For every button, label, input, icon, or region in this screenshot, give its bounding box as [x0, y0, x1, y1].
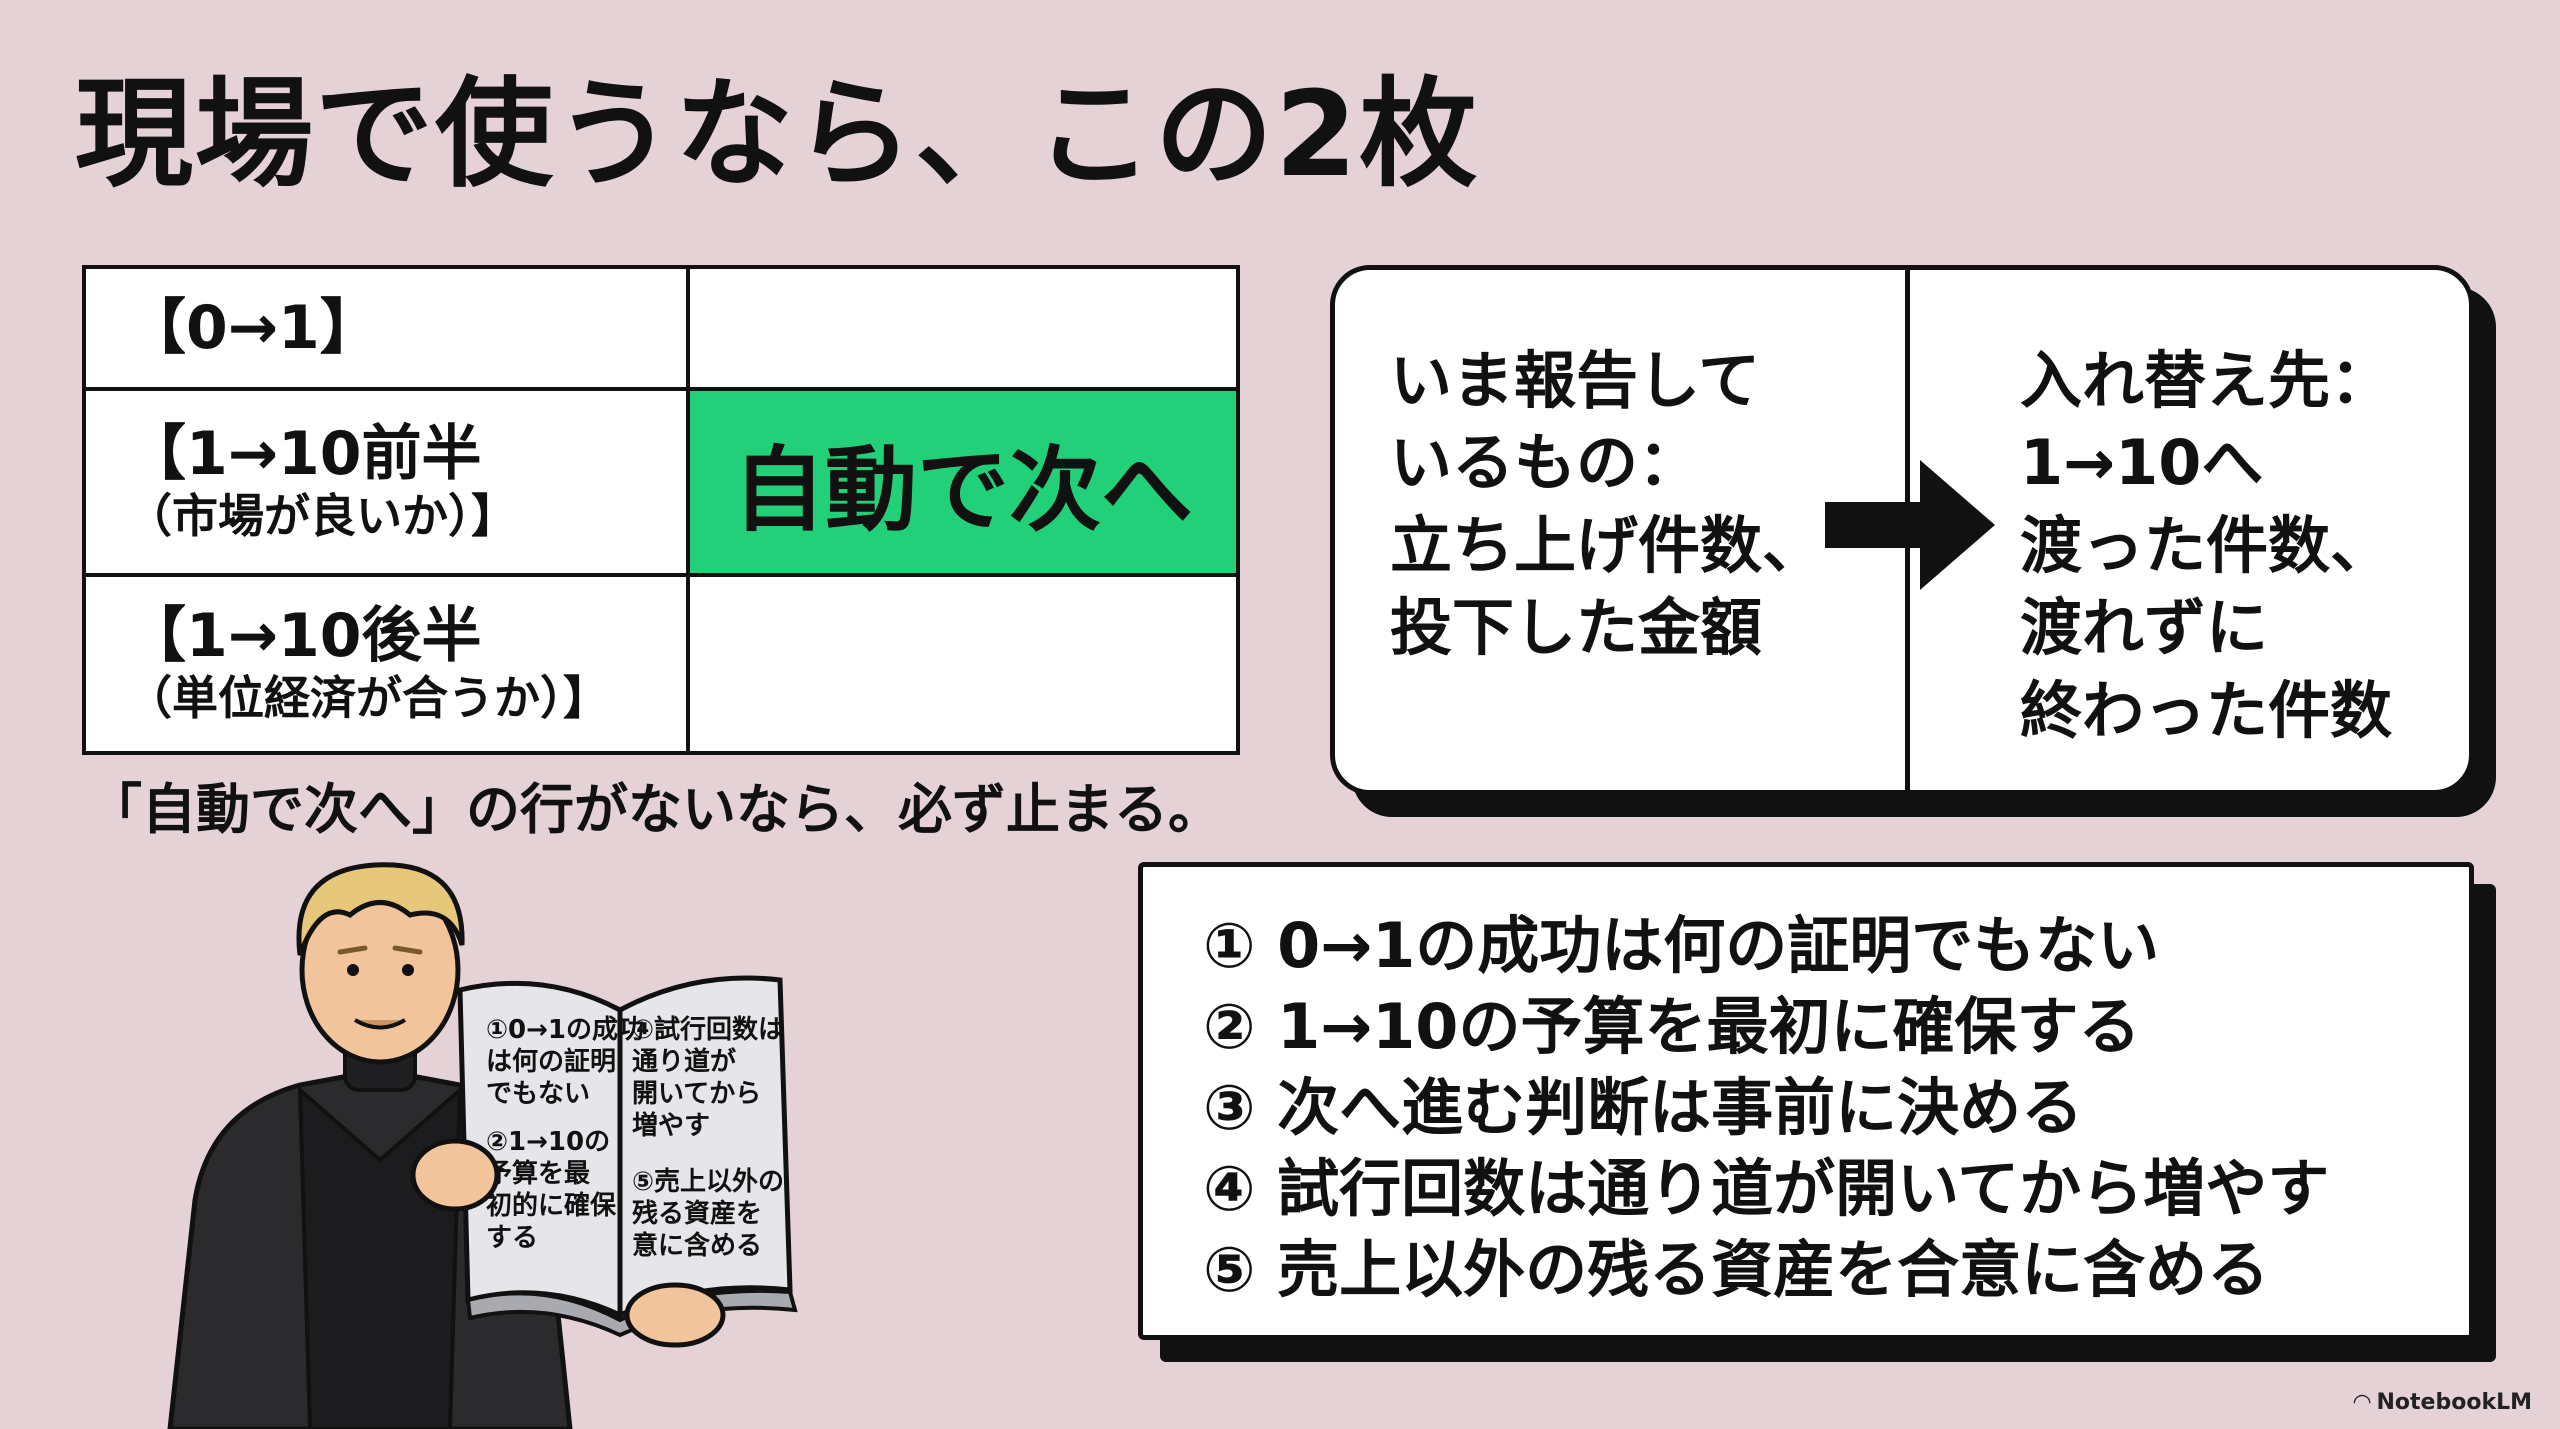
- current-metrics-line: 立ち上げ件数、: [1390, 508, 1825, 582]
- current-metrics-line: いるもの：: [1390, 426, 1701, 500]
- current-metrics-line: 投下した金額: [1390, 591, 1763, 665]
- table-row-stage-1-10-early: 【1→10前半 （市場が良いか）】 自動で次へ: [82, 387, 1240, 577]
- page-title: 現場で使うなら、この2枚: [75, 65, 1480, 203]
- stage-action-cell-empty: [686, 573, 1240, 755]
- stage-sublabel: （市場が良いか）】: [126, 488, 517, 543]
- replacement-metrics-line: 入れ替え先：: [2020, 344, 2393, 417]
- eye-right: [402, 964, 414, 976]
- book-left-page-text: ①0→1の成功 は何の証明 でもない ②1→10の 予算を最 初的に確保 する: [486, 1015, 653, 1253]
- replacement-metrics-line: 終わった件数: [2020, 673, 2393, 747]
- replacement-metrics-line: 渡れずに: [2020, 591, 2269, 665]
- table-row-stage-0-1: 【0→1】: [82, 265, 1240, 391]
- stage-label-cell: 【1→10前半 （市場が良いか）】: [82, 387, 690, 577]
- eyebrows: [337, 945, 423, 955]
- stage-label-cell: 【0→1】: [82, 265, 690, 391]
- arrow-right-icon: [1825, 460, 1995, 590]
- list-item: ② 1→10の予算を最初に確保する: [1203, 990, 2141, 1063]
- table-note: 「自動で次へ」の行がないなら、必ず止まる。: [88, 778, 1222, 841]
- list-item: ④ 試行回数は通り道が開いてから増やす: [1203, 1152, 2330, 1225]
- current-metrics-text: いま報告して いるもの： 立ち上げ件数、 投下した金額: [1390, 340, 1824, 670]
- principles-card: ① 0→1の成功は何の証明でもない ② 1→10の予算を最初に確保する ③ 次へ…: [1138, 862, 2474, 1340]
- notebooklm-logo-icon: ◠: [2353, 1390, 2371, 1415]
- list-item: ① 0→1の成功は何の証明でもない: [1203, 909, 2160, 982]
- list-item: ⑤ 売上以外の残る資産を合意に含める: [1203, 1233, 2270, 1306]
- metrics-swap-card: いま報告して いるもの： 立ち上げ件数、 投下した金額 入れ替え先： 1→10へ…: [1330, 265, 2474, 795]
- stage-action-cell-empty: [686, 265, 1240, 391]
- hand-left: [410, 1138, 500, 1212]
- auto-next-cell: 自動で次へ: [686, 387, 1240, 577]
- beard-mouth: [353, 1018, 407, 1030]
- stage-gate-table: 【0→1】 【1→10前半 （市場が良いか）】 自動で次へ 【1→10後半 （単…: [82, 265, 1240, 755]
- book-icon: ①0→1の成功 は何の証明 でもない ②1→10の 予算を最 初的に確保 する …: [457, 975, 798, 1338]
- stage-sublabel: （単位経済が合うか）】: [126, 670, 609, 725]
- hand-right: [624, 1282, 726, 1348]
- replacement-metrics-line: 渡った件数、: [2020, 508, 2393, 582]
- book-right-page-text: ④試行回数は 通り道が 開いてから 増やす ⑤売上以外の 残る資産を 意に含める: [632, 1014, 793, 1261]
- presenter-illustration: ①0→1の成功 は何の証明 でもない ②1→10の 予算を最 初的に確保 する …: [167, 862, 798, 1429]
- notebooklm-brand: ◠NotebookLM: [2354, 1390, 2532, 1415]
- stage-label: 【1→10後半: [126, 600, 482, 671]
- current-metrics-line: いま報告して: [1390, 344, 1761, 417]
- replacement-metrics-line: 1→10へ: [2020, 426, 2264, 500]
- hair-shape: [296, 862, 465, 956]
- replacement-metrics-text: 入れ替え先： 1→10へ 渡った件数、 渡れずに 終わった件数: [2020, 340, 2392, 752]
- list-item: ③ 次へ進む判断は事前に決める: [1203, 1071, 2084, 1144]
- stage-label: 【1→10前半: [126, 418, 482, 489]
- eye-left: [347, 964, 359, 976]
- table-row-stage-1-10-late: 【1→10後半 （単位経済が合うか）】: [82, 573, 1240, 755]
- brand-label: NotebookLM: [2376, 1390, 2532, 1415]
- stage-label: 【0→1】: [126, 292, 380, 363]
- principles-list: ① 0→1の成功は何の証明でもない ② 1→10の予算を最初に確保する ③ 次へ…: [1203, 905, 2329, 1310]
- stage-label-cell: 【1→10後半 （単位経済が合うか）】: [82, 573, 690, 755]
